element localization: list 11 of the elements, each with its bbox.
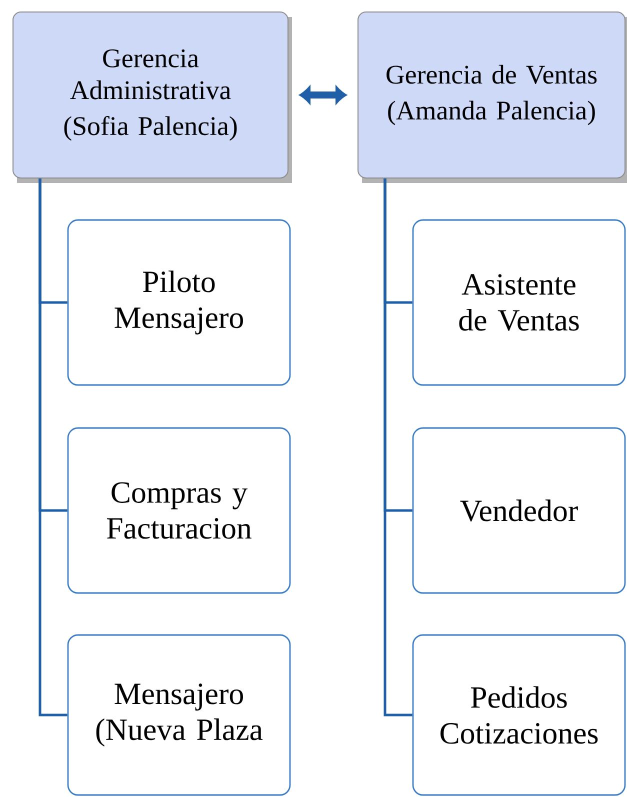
manager-box: Gerencia Administrativa (Sofia Palencia) [12,12,292,183]
connector-line [384,178,412,716]
manager-box: Gerencia de Ventas (Amanda Palencia) [358,12,627,183]
position-box: Compras y Facturacion [67,427,291,594]
position-box: Vendedor [412,427,626,594]
position-box: Piloto Mensajero [67,219,291,386]
position-box: Asistente de Ventas [412,219,626,386]
double-arrow [300,86,346,104]
position-box: Mensajero (Nueva Plaza [67,634,291,796]
position-box: Pedidos Cotizaciones [412,634,626,796]
connector-line [38,178,68,716]
